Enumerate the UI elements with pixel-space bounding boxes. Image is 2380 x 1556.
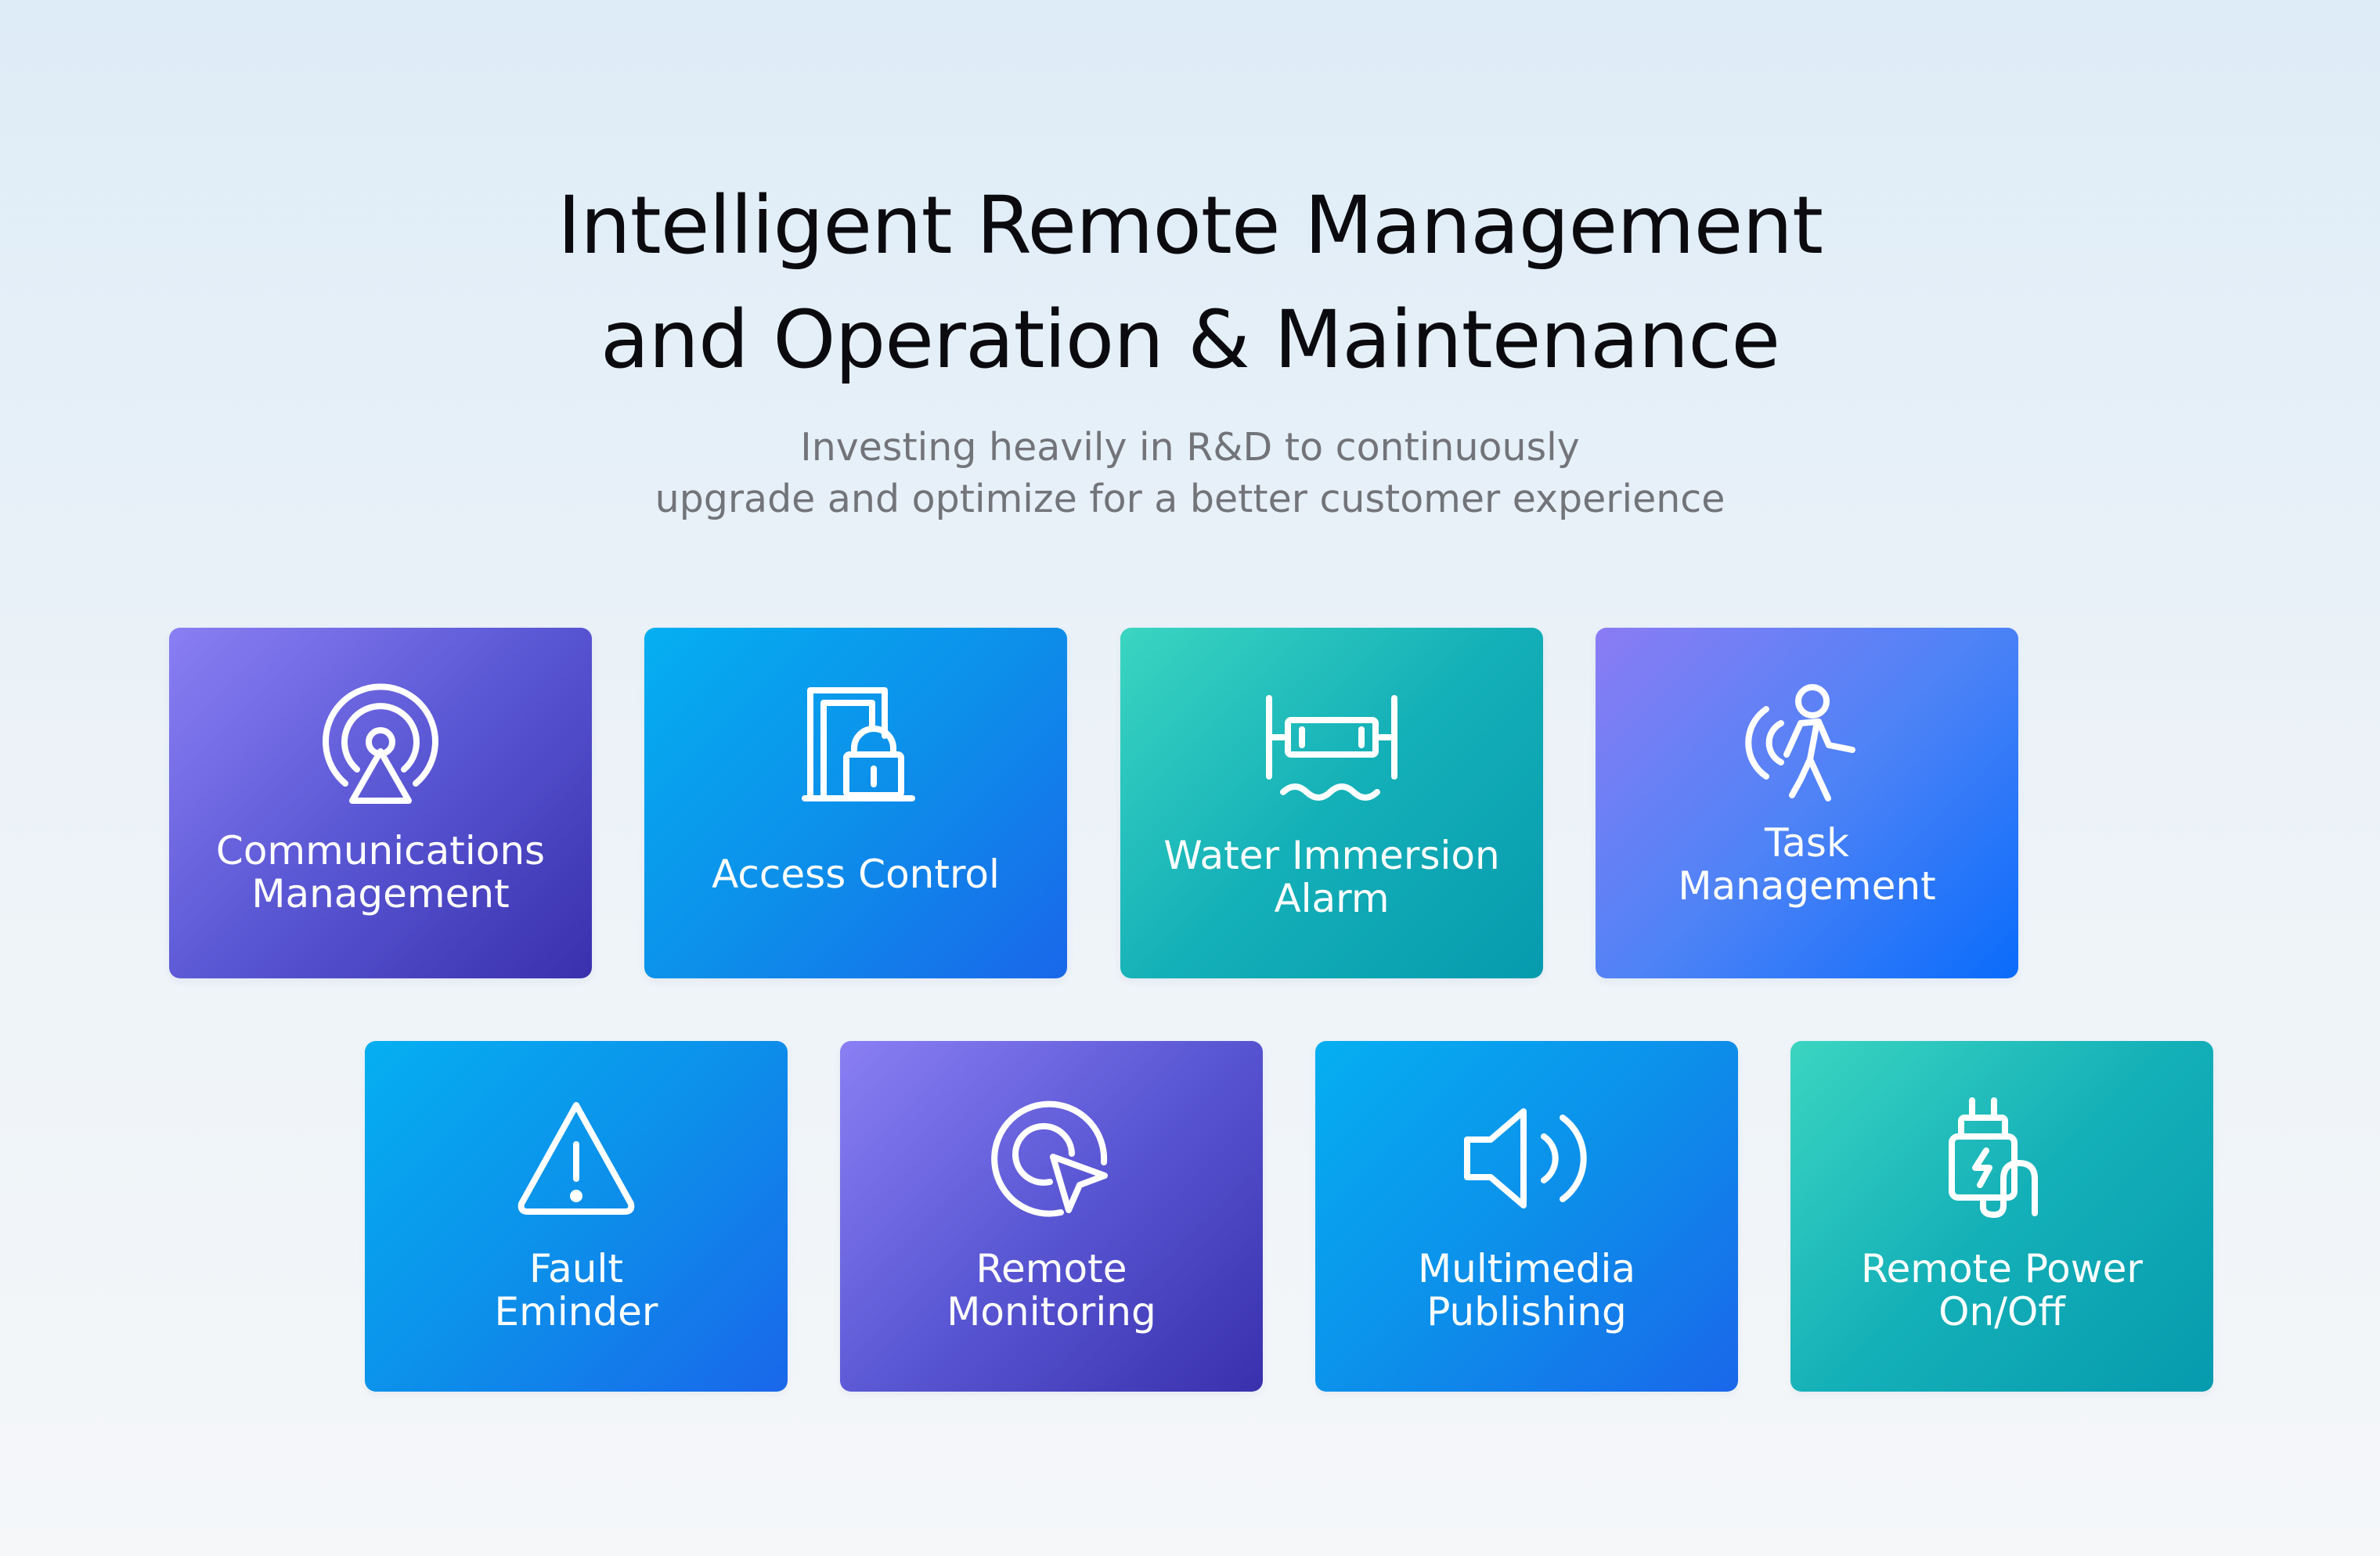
feature-card-task-management[interactable]: Task Management <box>1596 628 2018 978</box>
card-label: Fault Eminder <box>494 1246 658 1334</box>
card-label: Remote Monitoring <box>947 1246 1156 1334</box>
door-lock-icon <box>785 675 926 816</box>
card-label: Multimedia Publishing <box>1418 1246 1635 1334</box>
walking-person-icon <box>1736 675 1877 816</box>
card-label: Communications Management <box>215 828 546 917</box>
feature-card-remote-monitoring[interactable]: Remote Monitoring <box>840 1041 1263 1392</box>
title-line-1: Intelligent Remote Management <box>557 179 1823 273</box>
feature-card-remote-power[interactable]: Remote Power On/Off <box>1790 1041 2213 1392</box>
title-line-2: and Operation & Maintenance <box>600 294 1780 387</box>
subtitle-line-1: Investing heavily in R&D to continuously <box>800 425 1580 470</box>
feature-card-water-immersion-alarm[interactable]: Water Immersion Alarm <box>1120 628 1543 978</box>
warning-triangle-icon <box>506 1088 647 1229</box>
feature-card-access-control[interactable]: Access Control <box>644 628 1067 978</box>
feature-card-fault-eminder[interactable]: Fault Eminder <box>365 1041 788 1392</box>
power-plug-icon <box>1931 1088 2072 1229</box>
card-label: Water Immersion Alarm <box>1163 833 1500 921</box>
page-title: Intelligent Remote Management and Operat… <box>0 169 2380 398</box>
feature-card-communications-management[interactable]: Communications Management <box>169 628 592 978</box>
card-label: Task Management <box>1678 820 1936 909</box>
water-sensor-icon <box>1261 675 1402 816</box>
page-subtitle: Investing heavily in R&D to continuously… <box>0 422 2380 525</box>
broadcast-tower-icon <box>310 675 451 816</box>
target-cursor-icon <box>981 1088 1122 1229</box>
feature-card-multimedia-publishing[interactable]: Multimedia Publishing <box>1315 1041 1738 1392</box>
card-label: Remote Power On/Off <box>1861 1246 2143 1334</box>
speaker-icon <box>1456 1088 1597 1229</box>
subtitle-line-2: upgrade and optimize for a better custom… <box>654 477 1726 521</box>
card-label: Access Control <box>712 852 1000 897</box>
